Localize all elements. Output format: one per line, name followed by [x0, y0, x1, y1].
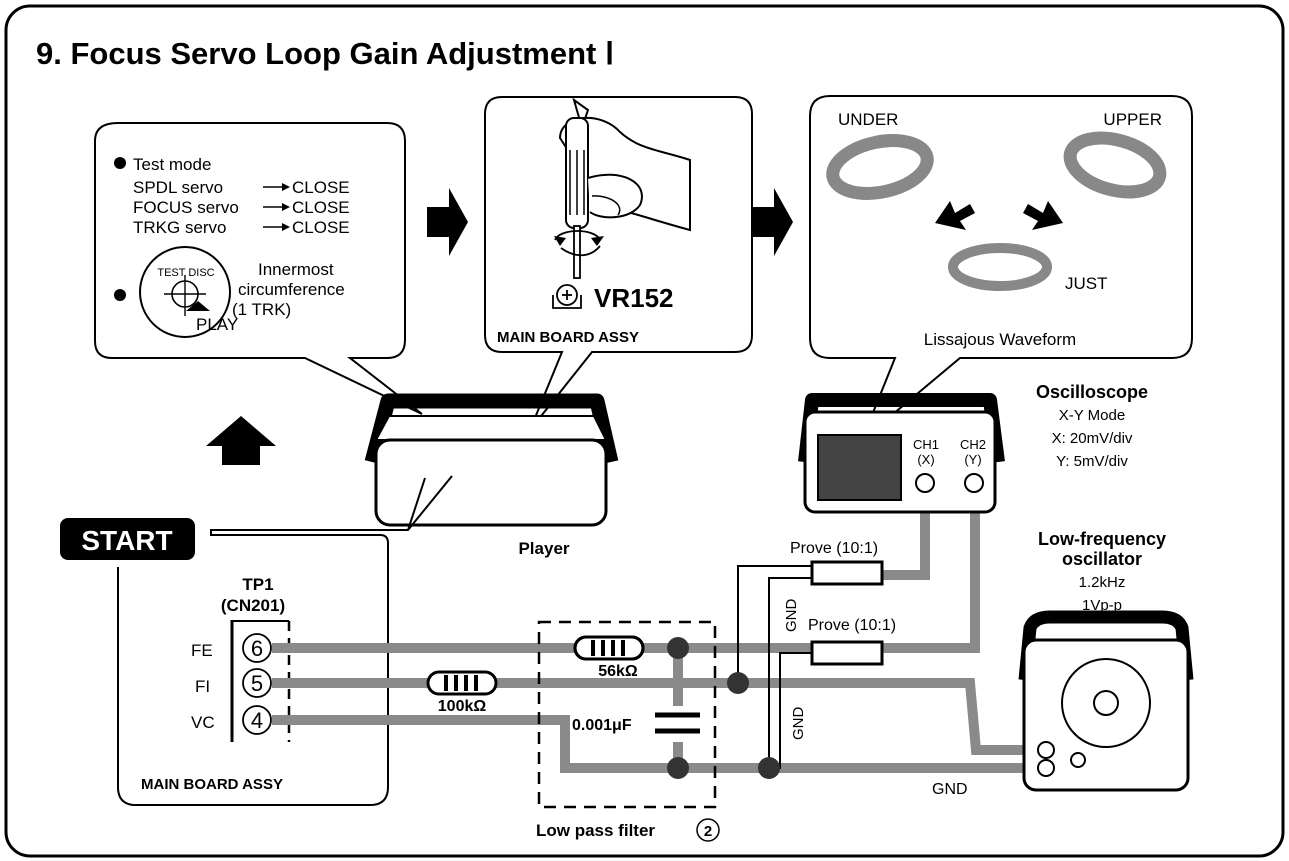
junction-dot — [667, 757, 689, 779]
ch1-label: CH1 — [913, 437, 939, 452]
osc-mode: X-Y Mode — [1059, 407, 1125, 424]
arrow-diagonal-icon — [1023, 201, 1063, 230]
potentiometer-icon — [552, 284, 582, 309]
ch1-x-label: (X) — [917, 452, 934, 467]
waveform-callout: UNDER UPPER JUST Lissajous Waveform — [809, 95, 1193, 441]
disc-note-3: (1 TRK) — [232, 300, 291, 319]
probe-2-label: Prove (10:1) — [808, 617, 896, 634]
resistor-100k-icon — [426, 670, 498, 696]
lfo-title-1: Low-frequency — [1038, 529, 1166, 549]
spdl-servo-value: CLOSE — [292, 178, 350, 197]
player-icon — [364, 393, 619, 527]
trkg-servo-value: CLOSE — [292, 218, 350, 237]
junction-dot — [727, 672, 749, 694]
svg-text:5: 5 — [251, 671, 263, 696]
play-label: PLAY — [196, 315, 238, 334]
cap-label: 0.001μF — [572, 717, 632, 734]
vr152-label: VR152 — [594, 283, 674, 313]
probe-1-icon — [810, 560, 884, 586]
osc-y: Y: 5mV/div — [1056, 453, 1128, 470]
upper-waveform-icon — [1063, 131, 1167, 199]
trkg-servo-label: TRKG servo — [133, 218, 227, 237]
start-badge: START — [60, 518, 195, 560]
pin-4: 4 — [242, 705, 272, 735]
svg-text:6: 6 — [251, 636, 263, 661]
adjust-board-label: MAIN BOARD ASSY — [497, 329, 639, 346]
upper-label: UPPER — [1103, 110, 1162, 129]
osc-x: X: 20mV/div — [1052, 430, 1133, 447]
disc-note-2: circumference — [238, 280, 345, 299]
right-arrow-icon — [263, 203, 290, 211]
lissajous-caption: Lissajous Waveform — [924, 330, 1076, 349]
focus-servo-value: CLOSE — [292, 198, 350, 217]
arrow-up-icon — [206, 416, 276, 465]
tp1-title: TP1 — [242, 575, 273, 594]
tp-board-label: MAIN BOARD ASSY — [141, 776, 283, 793]
right-arrow-icon — [263, 223, 290, 231]
bullet-icon — [114, 289, 126, 301]
r-56k-label: 56kΩ — [598, 663, 638, 680]
gnd-label-2: GND — [790, 707, 807, 741]
ch2-y-label: (Y) — [964, 452, 981, 467]
test-disc-label: TEST DISC — [157, 267, 214, 279]
probe-2-icon — [810, 640, 884, 666]
just-waveform-icon — [948, 243, 1052, 291]
pin-fi-label: FI — [195, 677, 210, 696]
oscilloscope-icon — [798, 393, 1005, 514]
probe-1-label: Prove (10:1) — [790, 540, 878, 557]
gnd-label-3: GND — [932, 781, 968, 798]
junction-dot — [667, 637, 689, 659]
lfo-freq: 1.2kHz — [1079, 574, 1126, 591]
low-pass-filter-box — [537, 620, 717, 809]
main-board-callout — [117, 475, 453, 806]
ch2-label: CH2 — [960, 437, 986, 452]
bullet-icon — [114, 157, 126, 169]
screwdriver-hand-icon — [554, 97, 691, 279]
start-label: START — [81, 525, 172, 556]
arrow-right-icon — [752, 188, 793, 256]
right-arrow-icon — [263, 183, 290, 191]
pin-5: 5 — [242, 668, 272, 698]
player-label: Player — [518, 539, 569, 558]
pin-6: 6 — [242, 633, 272, 663]
focus-servo-label: FOCUS servo — [133, 198, 239, 217]
disc-note-1: Innermost — [258, 260, 334, 279]
svg-text:4: 4 — [251, 708, 263, 733]
r-100k-label: 100kΩ — [438, 698, 487, 715]
capacitor-icon — [655, 706, 700, 742]
spdl-servo-label: SPDL servo — [133, 178, 223, 197]
under-label: UNDER — [838, 110, 898, 129]
resistor-56k-icon — [573, 635, 645, 661]
lfo-voltage: 1Vp-p — [1082, 597, 1122, 614]
lfo-icon — [1018, 610, 1194, 792]
under-waveform-icon — [826, 134, 934, 200]
just-label: JUST — [1065, 274, 1108, 293]
page-title: 9. Focus Servo Loop Gain Adjustment Ⅰ — [36, 36, 614, 71]
lfo-title-2: oscillator — [1062, 549, 1142, 569]
filter-number-badge: 2 — [696, 818, 720, 842]
adjust-callout: VR152 MAIN BOARD ASSY — [484, 96, 753, 431]
arrow-right-icon — [427, 188, 468, 256]
test-disc-icon — [139, 246, 231, 338]
cn201-label: (CN201) — [221, 596, 285, 615]
pin-fe-label: FE — [191, 641, 213, 660]
pin-vc-label: VC — [191, 713, 215, 732]
filter-label: Low pass filter — [536, 821, 655, 840]
gnd-label-1: GND — [783, 599, 800, 633]
arrow-diagonal-icon — [935, 201, 975, 230]
test-mode-label: Test mode — [133, 155, 211, 174]
test-mode-callout: Test mode SPDL servo FOCUS servo TRKG se… — [94, 122, 423, 415]
svg-text:2: 2 — [704, 823, 712, 840]
oscilloscope-title: Oscilloscope — [1036, 382, 1148, 402]
junction-dot — [758, 757, 780, 779]
